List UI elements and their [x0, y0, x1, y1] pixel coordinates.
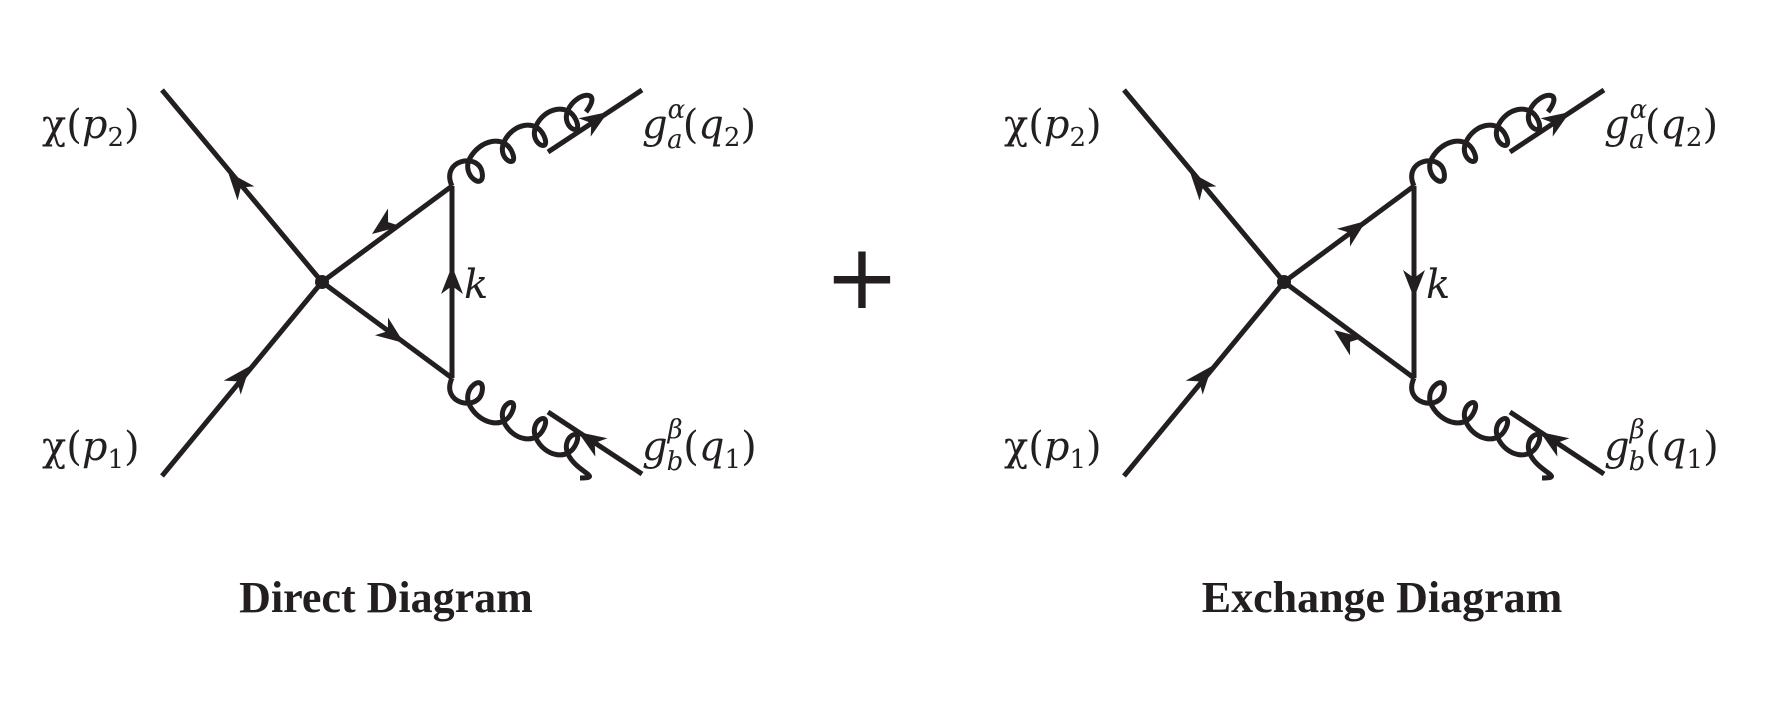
arrow-loop-lower — [374, 317, 404, 343]
gluon-top — [1409, 92, 1557, 188]
gluon-bottom-momentum-line — [546, 409, 644, 477]
vertex-dot — [1277, 275, 1291, 289]
arrow-loop-upper — [1336, 221, 1366, 247]
gluon-top-momentum-arrow — [1540, 112, 1570, 137]
gluon-bottom-momentum-arrow — [1540, 432, 1570, 457]
loop-lower-line — [320, 279, 454, 381]
gluon-bottom-momentum-arrow — [578, 432, 608, 457]
label-chi-p1: χ(p1) — [1004, 424, 1102, 475]
plus-sign: + — [824, 225, 899, 330]
arrow-loop-lower — [1334, 330, 1364, 356]
arrow-k — [441, 266, 463, 294]
loop-lower-line — [1282, 279, 1416, 381]
gluon-bottom-momentum-line — [1508, 409, 1606, 477]
label-chi-p2: χ(p2) — [42, 102, 140, 153]
loop-upper-line — [1282, 183, 1416, 285]
caption-direct-diagram: Direct Diagram — [239, 573, 533, 622]
label-k: k — [464, 262, 488, 308]
label-chi-p2: χ(p2) — [1004, 102, 1102, 153]
gluon-top-momentum-arrow — [578, 112, 608, 137]
gluon-top — [447, 92, 595, 188]
caption-exchange-diagram: Exchange Diagram — [1202, 573, 1563, 622]
arrow-chi-p2 — [1190, 172, 1217, 201]
label-chi-p1: χ(p1) — [42, 424, 140, 475]
label-k: k — [1426, 262, 1450, 308]
gluon-bottom — [1409, 376, 1554, 481]
arrow-k — [1403, 270, 1425, 298]
arrow-loop-upper — [372, 208, 402, 234]
gluon-bottom — [447, 376, 592, 481]
arrow-chi-p1 — [223, 366, 250, 395]
loop-upper-line — [320, 183, 454, 285]
arrow-chi-p2 — [228, 172, 255, 201]
arrow-chi-p1 — [1185, 366, 1212, 395]
vertex-dot — [315, 275, 329, 289]
